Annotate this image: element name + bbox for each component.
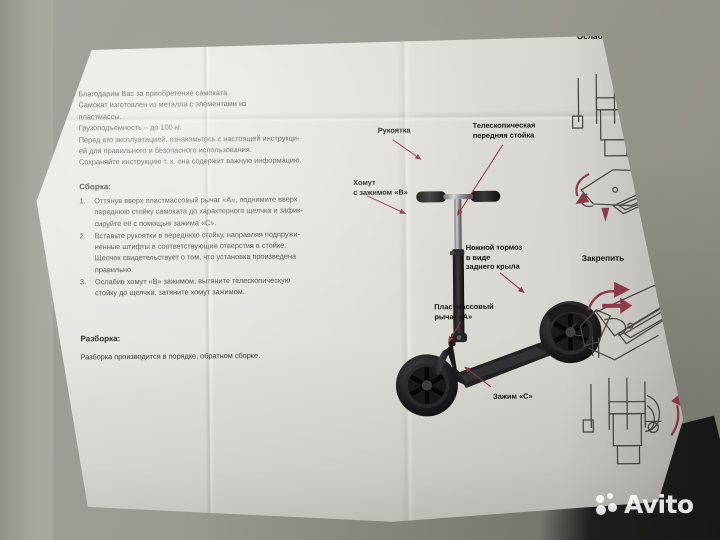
assembly-step: 2. Вставьте рукоятки в переднюю стойку, … bbox=[80, 228, 352, 276]
callout-lever-a: Пластмассовый рычаг «А» bbox=[434, 302, 494, 322]
intro-line: Сохраняйте инструкцию т. к. она содержит… bbox=[78, 155, 302, 167]
avito-watermark: Avito bbox=[596, 490, 694, 519]
callout-line: Ножной тормоз bbox=[465, 242, 523, 253]
instruction-leaflet: Благодарим Вас за приобретение самоката.… bbox=[32, 35, 684, 527]
assembly-heading: Сборка: bbox=[79, 182, 112, 192]
assembly-step: 3. Ослабив хомут «В» зажимом, вытяните т… bbox=[80, 274, 352, 299]
step-number: 1. bbox=[79, 196, 86, 206]
disassembly-heading: Разборка: bbox=[80, 334, 121, 344]
callout-line: заднего крыла bbox=[465, 261, 520, 272]
callout-line: Телескопическая bbox=[472, 120, 536, 130]
step-body: Ослабив хомут «В» зажимом, вытяните теле… bbox=[95, 274, 352, 299]
step-number: 3. bbox=[79, 277, 87, 287]
step-body: Оттянув вверх пластмассовый рычаг «А», п… bbox=[94, 193, 351, 229]
callout-telescopic-stem: Телескопическая передняя стойка bbox=[473, 120, 536, 140]
callout-line: Зажим «С» bbox=[492, 391, 533, 401]
step-number: 2. bbox=[79, 231, 86, 241]
step-line: правильно. bbox=[94, 264, 134, 275]
callout-line: Рукоятка bbox=[377, 125, 411, 135]
diagram-fasten-title: Закрепить bbox=[581, 253, 625, 264]
avito-dots-icon bbox=[596, 493, 619, 516]
callout-line: в виде bbox=[465, 252, 491, 262]
callout-line: Хомут bbox=[353, 177, 376, 188]
callout-line: передняя стойка bbox=[472, 130, 535, 140]
callout-clamp-c: Зажим «С» bbox=[493, 391, 533, 401]
background-left-strip bbox=[0, 0, 53, 540]
step-line: стойку до щелчка, затяните хомут зажимом… bbox=[95, 287, 245, 298]
disassembly-paragraph: Разборка производится в порядке, обратно… bbox=[80, 350, 261, 362]
step-body: Вставьте рукоятки в переднюю стойку, нап… bbox=[95, 228, 352, 275]
callout-handle: Рукоятка bbox=[378, 126, 411, 136]
avito-wordmark: Avito bbox=[624, 490, 694, 519]
intro-paragraph: Благодарим Вас за приобретение самоката.… bbox=[78, 86, 341, 168]
assembly-step: 1. Оттянув вверх пластмассовый рычаг «А»… bbox=[79, 193, 351, 229]
callout-line: с зажимом «В» bbox=[353, 187, 408, 197]
callout-line: рычаг «А» bbox=[434, 311, 473, 321]
assembly-step-list: 1. Оттянув вверх пластмассовый рычаг «А»… bbox=[79, 193, 352, 300]
callout-line: Пластмассовый bbox=[434, 301, 494, 312]
callout-foot-brake: Ножной тормоз в виде заднего крыла bbox=[466, 243, 523, 272]
step-line: сируйте её с помощью зажима «С». bbox=[94, 217, 217, 228]
callout-clamp-b: Хомут с зажимом «В» bbox=[353, 178, 408, 198]
